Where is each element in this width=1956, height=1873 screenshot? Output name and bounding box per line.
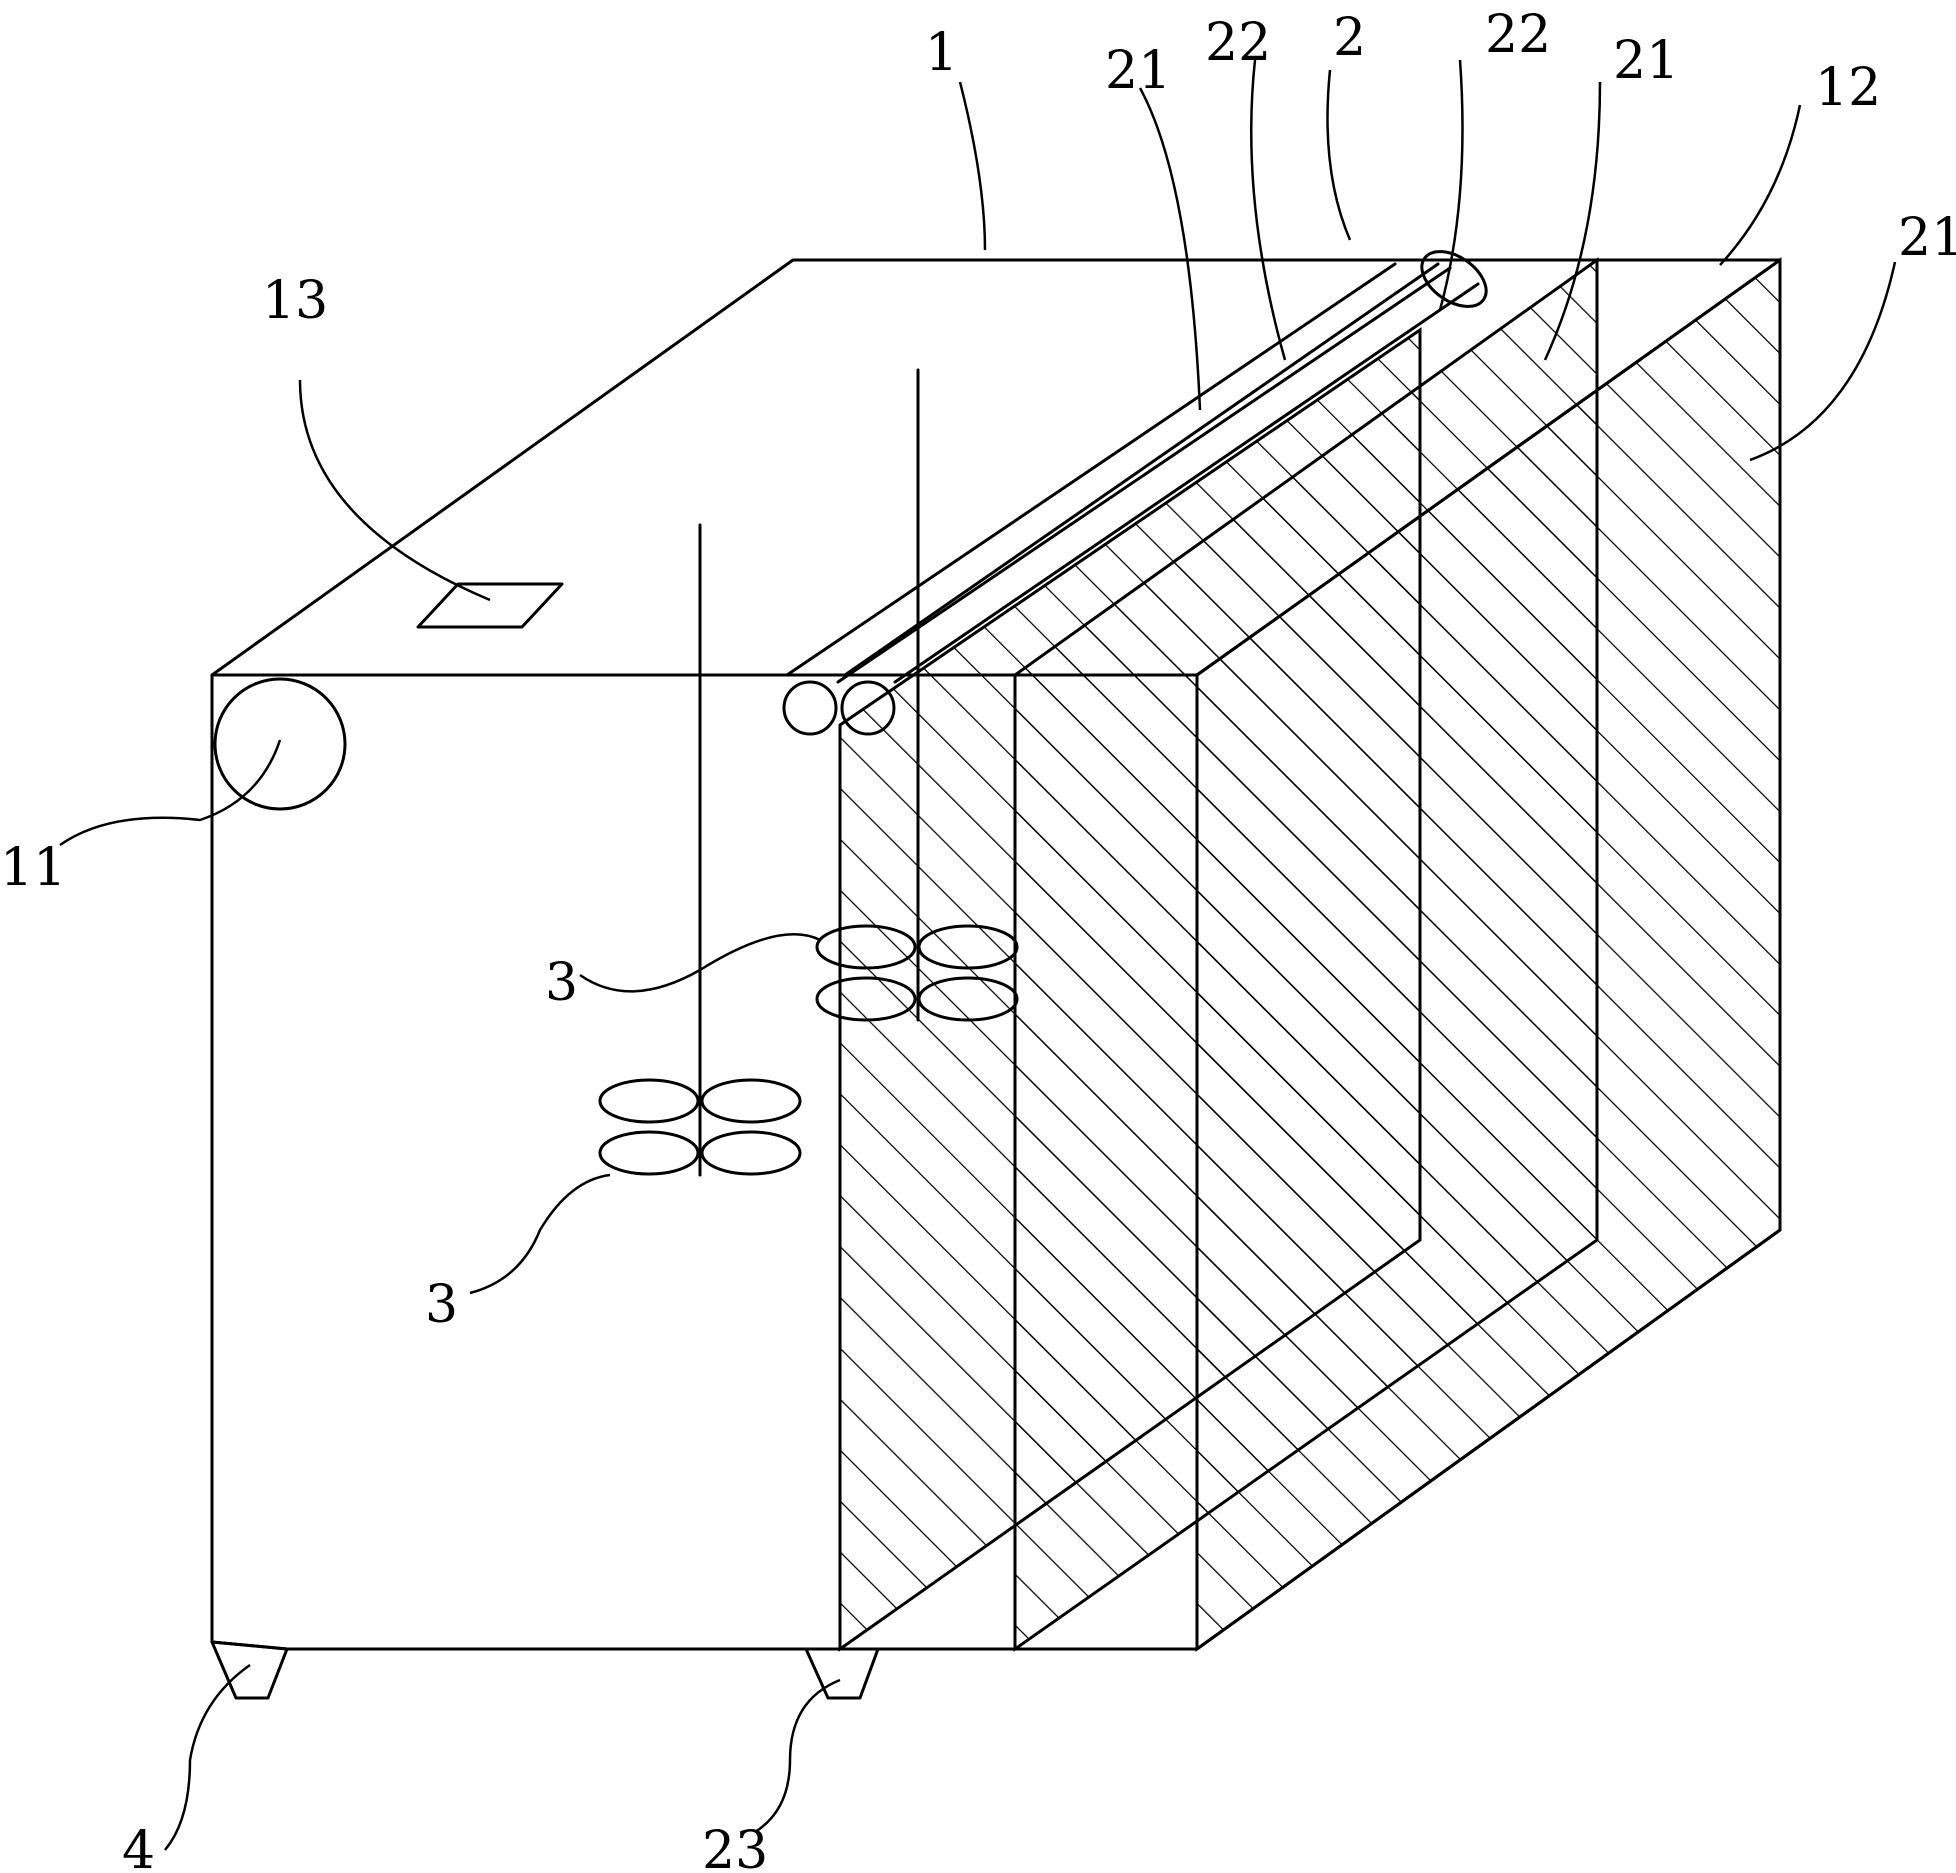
fan-lower — [598, 1078, 802, 1176]
label-foot: 4 — [122, 1821, 155, 1873]
top-opening — [416, 582, 564, 629]
roller — [213, 677, 347, 811]
label-tube-1: 22 — [1205, 13, 1271, 73]
sink-foot — [804, 1647, 880, 1700]
label-sink-foot: 23 — [702, 1821, 768, 1873]
leader-lines — [59, 59, 1897, 1851]
heat-sink — [782, 250, 1782, 1700]
heat-pipes — [782, 250, 1488, 736]
label-fin-1: 21 — [1105, 41, 1171, 101]
label-housing: 1 — [925, 23, 958, 83]
label-tube-2: 22 — [1485, 5, 1551, 65]
tube-left-end — [782, 680, 838, 736]
label-roller: 11 — [0, 838, 66, 898]
fan-upper — [815, 924, 1019, 1022]
label-fin-2: 21 — [1613, 31, 1679, 91]
tube-right-end — [840, 680, 896, 736]
label-top-opening: 13 — [262, 271, 328, 331]
label-side-opening: 12 — [1815, 58, 1881, 118]
label-heat-sink: 2 — [1333, 8, 1366, 68]
fin-front — [838, 327, 1422, 1652]
foot — [210, 1640, 289, 1700]
label-fan-lower: 3 — [425, 1275, 458, 1335]
label-fan-upper: 3 — [545, 953, 578, 1013]
label-fin-3: 21 — [1898, 208, 1956, 268]
